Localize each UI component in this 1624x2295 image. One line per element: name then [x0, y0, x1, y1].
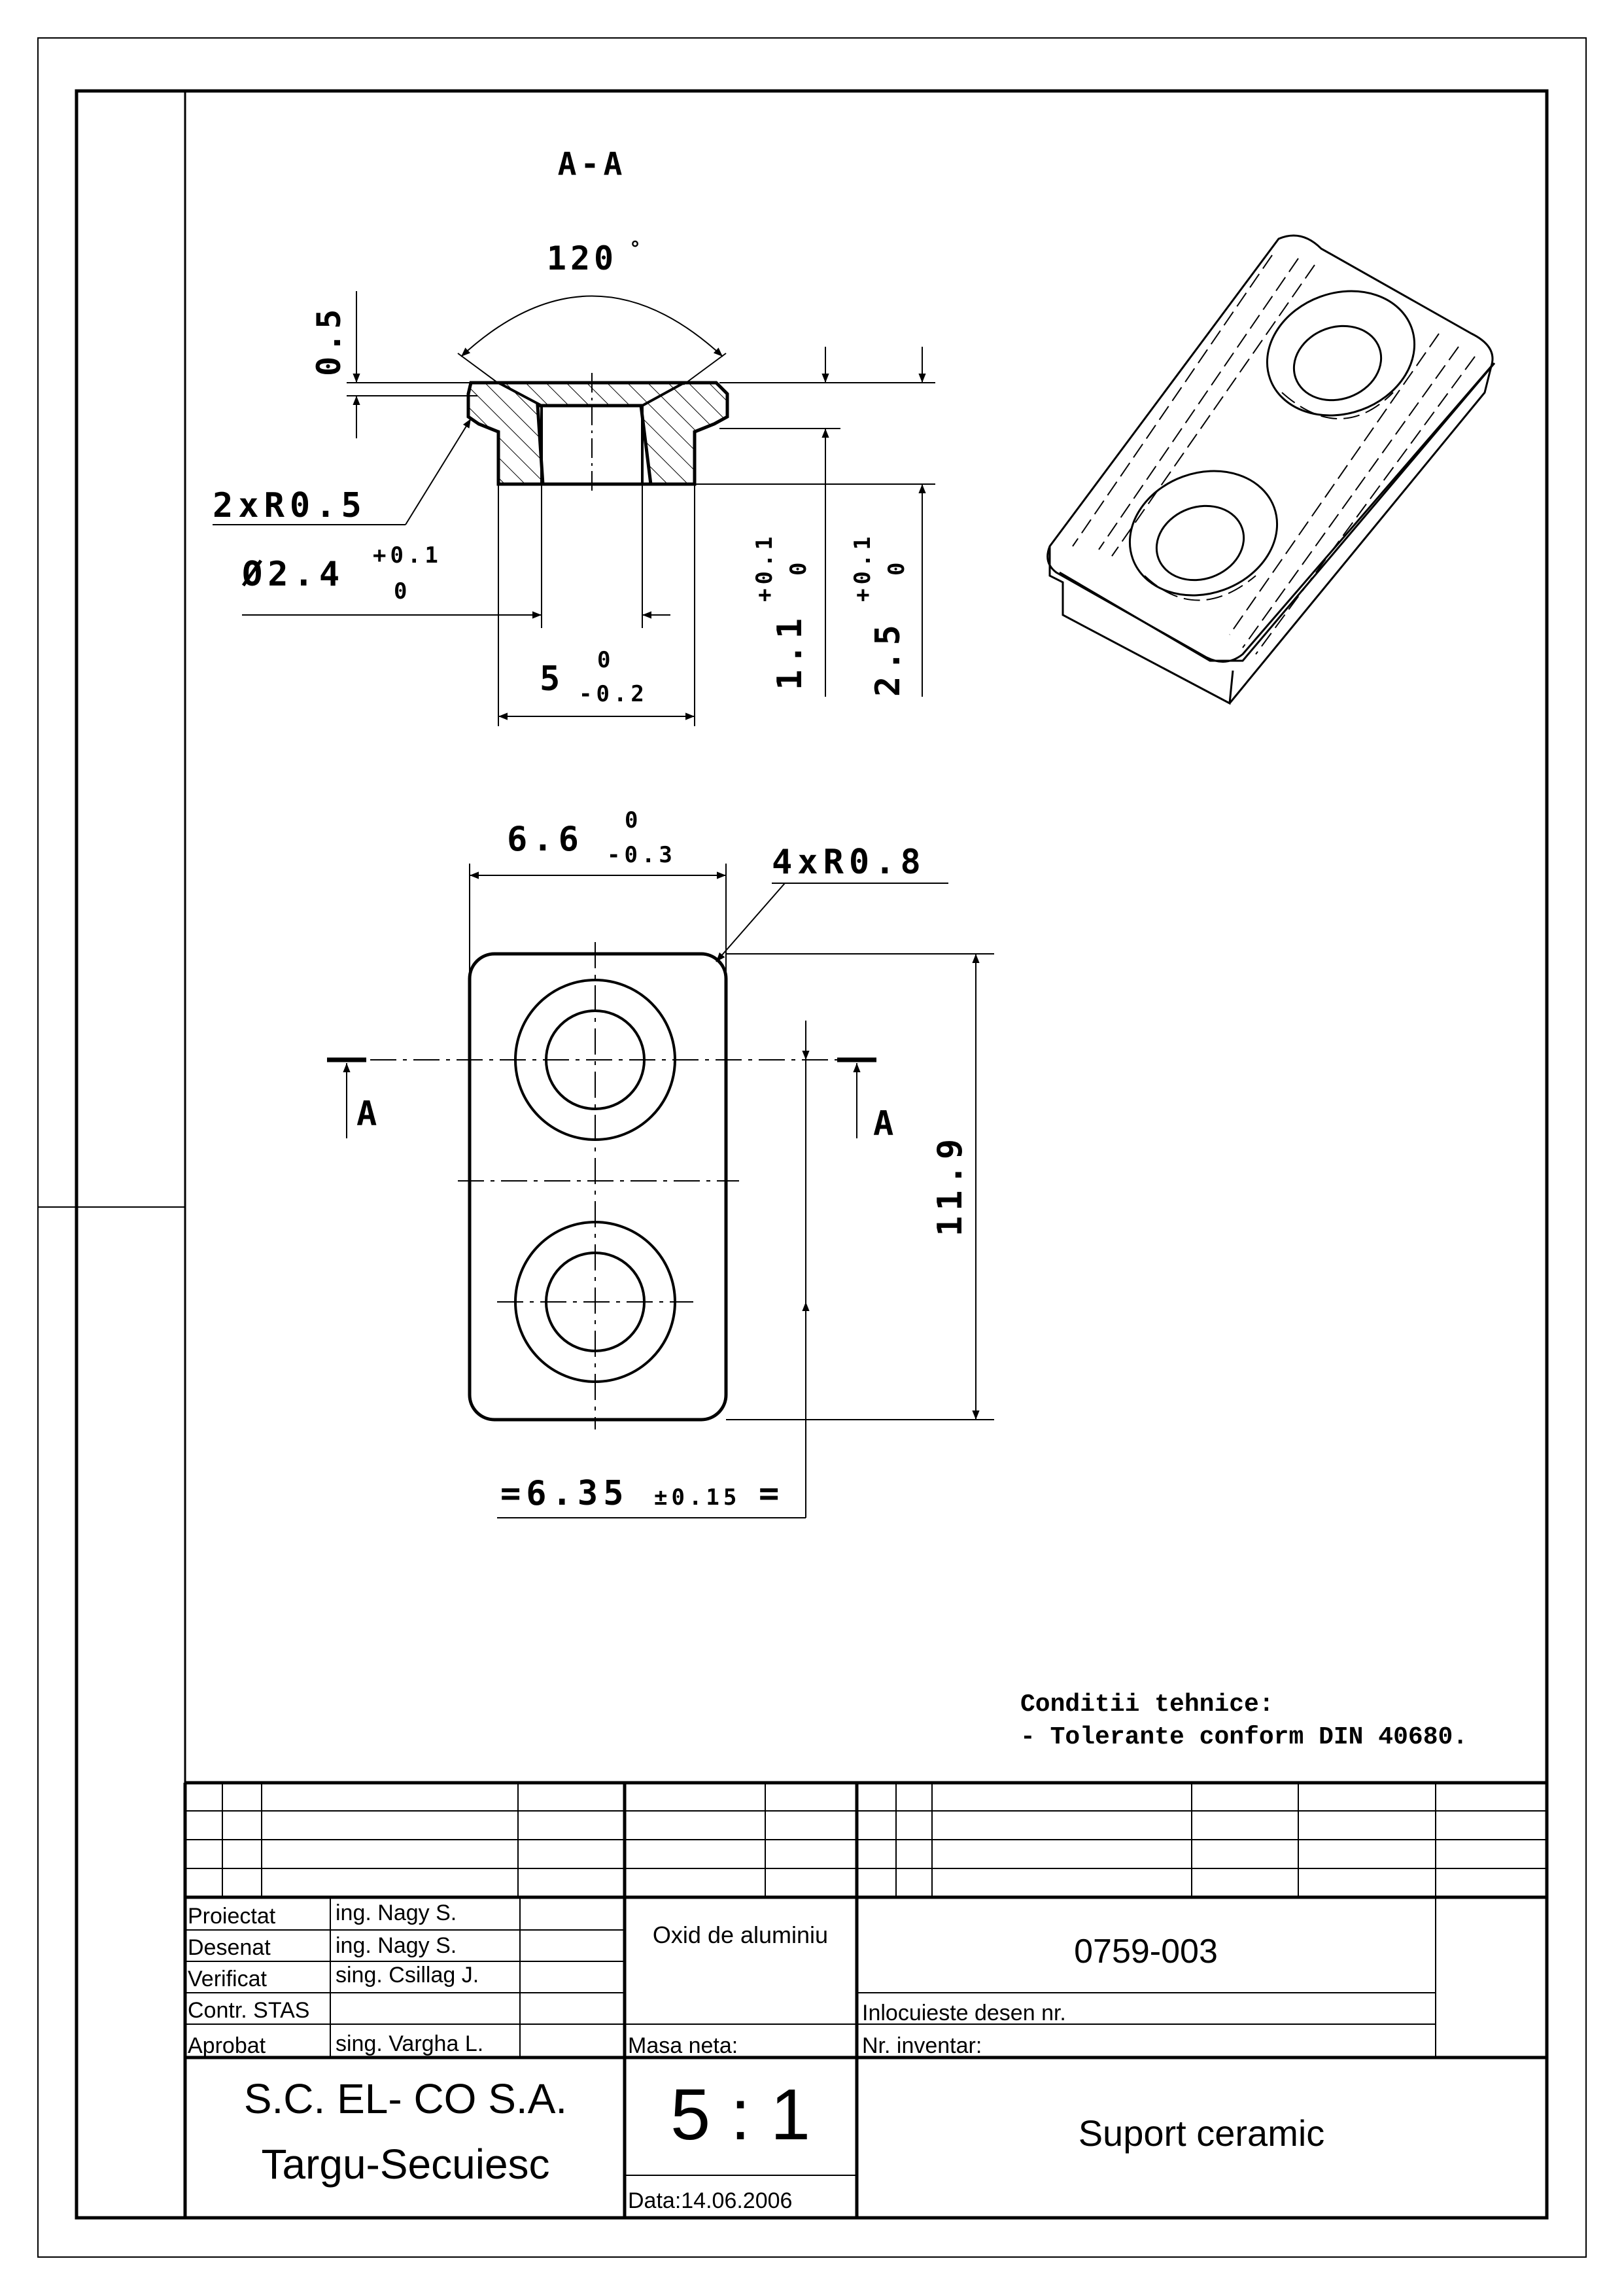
- iso-hidden-lines: [1072, 254, 1476, 655]
- role-label-0: Proiectat: [188, 1904, 276, 1929]
- angle-arc: [460, 295, 723, 357]
- step-tol-lower: 0: [786, 563, 812, 576]
- role-label-2: Verificat: [188, 1967, 267, 1991]
- company-name: S.C. EL- CO S.A.: [244, 2075, 567, 2122]
- width-tol-upper: 0: [597, 647, 610, 673]
- iso-hole-outer-1: [1266, 290, 1416, 417]
- bore-tol-lower: 0: [394, 578, 407, 604]
- plan-view: A A 6.6 0 -0.3 4xR0.8 11.9 =6.35 ±0.15 =: [327, 807, 994, 1518]
- plan-outline: [468, 952, 728, 1422]
- iso-side-face: [1048, 546, 1234, 705]
- angle-ext-left: [457, 353, 501, 385]
- total-tol-lower: 0: [884, 563, 910, 576]
- plan-width-tol-lower: -0.3: [607, 842, 676, 868]
- title-block: [183, 1781, 1547, 2218]
- countersink-left: [498, 381, 542, 407]
- role-label-1: Desenat: [188, 1935, 271, 1960]
- mass-label: Masa neta:: [628, 2033, 738, 2058]
- plan-width-label: 6.6: [507, 820, 584, 859]
- role-name-2: sing. Csillag J.: [336, 1963, 479, 1988]
- section-letter-right: A: [873, 1104, 893, 1144]
- chamfer-depth-label: 0.5: [310, 306, 348, 376]
- length-label: 11.9: [931, 1134, 970, 1236]
- corner-radius-label: 4xR0.8: [772, 843, 926, 882]
- section-letter-left: A: [356, 1095, 377, 1134]
- title-roles: Proiectat ing. Nagy S. Desenat ing. Nagy…: [188, 1901, 483, 2058]
- drawing-number: 0759-003: [1074, 1933, 1218, 1971]
- fillet-leader: [405, 418, 472, 525]
- section-title: A-A: [558, 146, 627, 183]
- total-label: 2.5: [869, 620, 908, 697]
- iso-side-edge: [1228, 366, 1493, 704]
- company-city: Targu-Secuiesc: [261, 2141, 549, 2188]
- plan-centerlines: [327, 942, 876, 1429]
- bore-label: Ø2.4: [241, 555, 345, 594]
- role-name-1: ing. Nagy S.: [336, 1933, 457, 1958]
- step-tol-upper: +0.1: [752, 533, 778, 602]
- corner-leader: [716, 883, 786, 962]
- iso-hole-inner-1: [1292, 324, 1383, 402]
- fillet-label: 2xR0.5: [213, 486, 367, 525]
- width-tol-lower: -0.2: [579, 681, 648, 707]
- total-tol-upper: +0.1: [850, 533, 876, 602]
- section-view: A-A 120 ° 0.5 2xR0.5 Ø2.4 +0.1 0: [213, 146, 935, 726]
- outer-border: [37, 37, 1587, 2258]
- bore-tol-upper: +0.1: [373, 542, 442, 569]
- part-name: Suport ceramic: [1079, 2112, 1325, 2154]
- inventory-label: Nr. inventar:: [862, 2033, 982, 2058]
- section-body: [466, 381, 729, 486]
- plan-width-tol-upper: 0: [625, 807, 638, 833]
- role-name-0: ing. Nagy S.: [336, 1901, 457, 1925]
- step-label: 1.1: [770, 613, 810, 690]
- pitch-end: =: [759, 1474, 779, 1513]
- notes-line-1: - Tolerante conform DIN 40680.: [1020, 1723, 1468, 1751]
- width-label: 5: [540, 659, 560, 699]
- countersink-right: [642, 381, 685, 407]
- pitch-tol: ±0.15: [654, 1484, 740, 1511]
- angle-ext-right: [683, 353, 727, 385]
- notes-heading: Conditii tehnice:: [1020, 1691, 1274, 1719]
- drawing-date: Data:14.06.2006: [628, 2188, 792, 2213]
- scale: 5 : 1: [670, 2075, 810, 2155]
- iso-hole-inner-2: [1155, 504, 1245, 582]
- angle-label: 120: [547, 239, 617, 277]
- iso-hole-outer-2: [1128, 470, 1279, 597]
- material: Oxid de aluminiu: [653, 1921, 828, 1948]
- pitch-label: =6.35: [500, 1474, 629, 1513]
- role-label-4: Aprobat: [188, 2033, 266, 2058]
- isometric-view: [1046, 234, 1496, 705]
- degree-mark: °: [629, 237, 641, 260]
- role-name-4: sing. Vargha L.: [336, 2031, 483, 2056]
- inner-border: [75, 89, 1549, 2220]
- role-label-3: Contr. STAS: [188, 1998, 309, 2023]
- replaces-label: Inlocuieste desen nr.: [862, 2001, 1066, 2025]
- iso-chamfer: [1059, 362, 1496, 662]
